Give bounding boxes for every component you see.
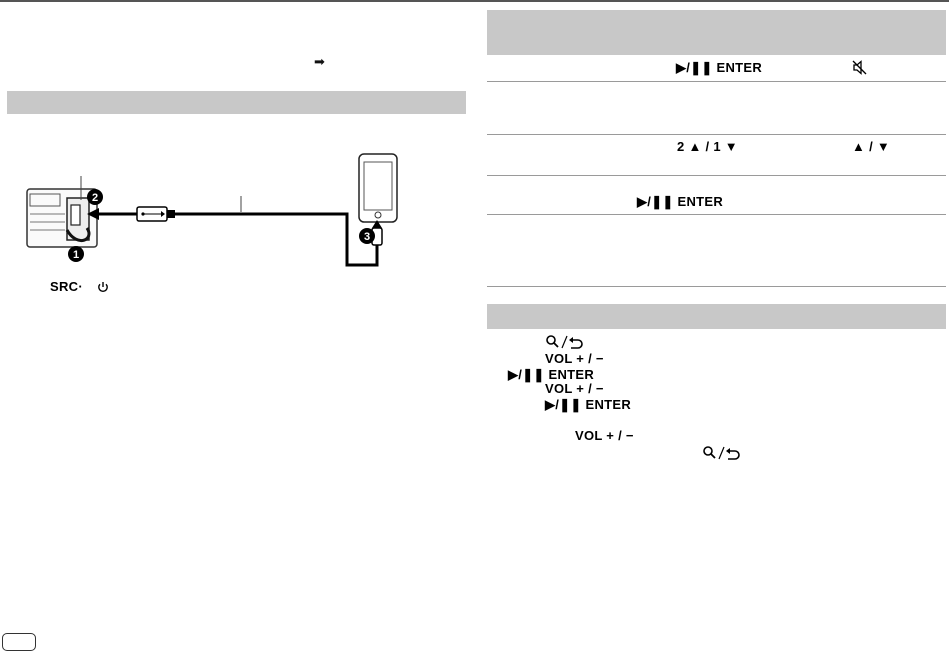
row2-key-b: ▲ / ▼	[852, 139, 891, 154]
callout-3: 3	[359, 228, 375, 244]
smartphone	[358, 153, 398, 223]
step-vol-2: VOL + / −	[545, 381, 604, 396]
svg-text:1: 1	[73, 249, 79, 261]
svg-text:2: 2	[92, 192, 98, 204]
arrow-icon: ➡	[314, 54, 325, 69]
row1-key-a: ▶/❚❚ ENTER	[676, 60, 763, 75]
connection-illustration: 1 2 3	[26, 153, 398, 267]
section-bar-right	[487, 304, 946, 329]
page-tab	[2, 633, 36, 651]
step-enter-2: ▶/❚❚ ENTER	[545, 397, 632, 412]
step-vol-1: VOL + / −	[545, 351, 604, 366]
car-stereo-unit	[26, 176, 98, 248]
callout-1: 1	[68, 246, 84, 262]
mute-icon	[852, 60, 867, 75]
usb-plug	[136, 206, 175, 222]
table-header-bar	[487, 10, 946, 55]
table-rule-1	[487, 81, 946, 82]
row3-key-a: ▶/❚❚ ENTER	[637, 194, 724, 209]
table-rule-3	[487, 175, 946, 176]
svg-text:3: 3	[364, 231, 370, 243]
table-rule-2	[487, 134, 946, 135]
search-back-icon	[546, 335, 583, 349]
step-vol-3: VOL + / −	[575, 428, 634, 443]
table-rule-4	[487, 214, 946, 215]
step-enter-1: ▶/❚❚ ENTER	[508, 367, 595, 382]
src-key-label: SRC·	[50, 279, 83, 294]
table-rule-5	[487, 286, 946, 287]
power-icon	[98, 282, 108, 293]
top-rule	[0, 0, 949, 2]
callout-2: 2	[87, 189, 103, 205]
row2-key-a: 2 ▲ / 1 ▼	[677, 139, 738, 154]
search-back-icon-2	[703, 446, 740, 460]
section-bar-left	[7, 91, 466, 114]
